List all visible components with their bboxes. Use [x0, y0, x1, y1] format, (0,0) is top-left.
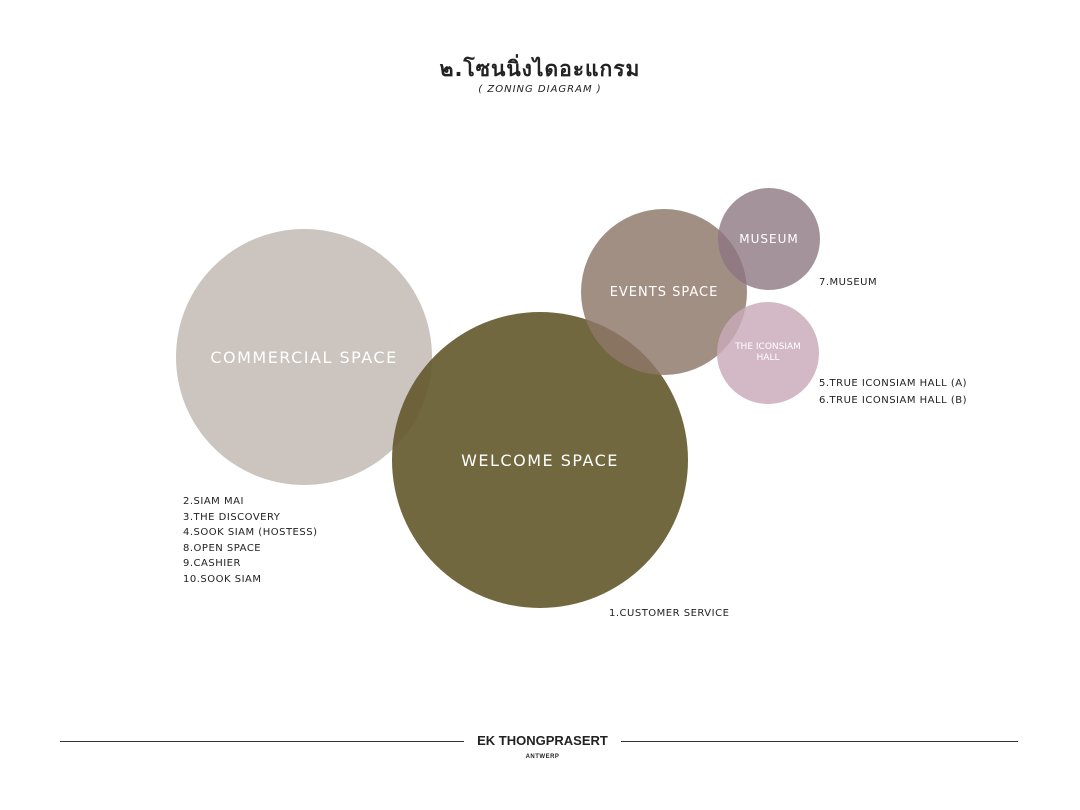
- commercial-space-list: 2.SIAM MAI 3.THE DISCOVERY 4.SOOK SIAM (…: [183, 494, 317, 587]
- list-item: 5.TRUE ICONSIAM HALL (A): [819, 378, 967, 389]
- list-item: 1.CUSTOMER SERVICE: [609, 608, 730, 619]
- footer-brand: EK THONGPRASERT: [477, 733, 608, 748]
- zone-commercial-label: COMMERCIAL SPACE: [210, 347, 398, 367]
- list-item: 10.SOOK SIAM: [183, 573, 262, 585]
- welcome-space-list: 1.CUSTOMER SERVICE: [609, 606, 729, 622]
- zone-museum-label: MUSEUM: [739, 232, 799, 246]
- list-item: 9.CASHIER: [183, 558, 241, 569]
- iconsiam-hall-list: 5.TRUE ICONSIAM HALL (A) 6.TRUE ICONSIAM…: [819, 375, 967, 409]
- footer-brand-location: ANTWERP: [525, 754, 560, 760]
- list-item: 3.THE DISCOVERY: [183, 511, 281, 523]
- zone-iconsiam-hall: THE ICONSIAM HALL: [717, 302, 819, 404]
- zone-museum: MUSEUM: [718, 188, 820, 290]
- page-subtitle: ( ZONING DIAGRAM ): [478, 84, 602, 95]
- museum-list: 7.MUSEUM: [819, 275, 877, 291]
- footer-divider-right: [621, 741, 1018, 742]
- zone-events-label: EVENTS SPACE: [609, 284, 719, 300]
- zone-hall-label: THE ICONSIAM HALL: [735, 342, 801, 363]
- footer-divider-left: [60, 741, 464, 742]
- zone-welcome-label: WELCOME SPACE: [461, 450, 619, 470]
- list-item: 7.MUSEUM: [819, 277, 878, 288]
- list-item: 2.SIAM MAI: [183, 496, 244, 507]
- zone-commercial-space: COMMERCIAL SPACE: [176, 229, 432, 485]
- list-item: 8.OPEN SPACE: [183, 542, 262, 554]
- page-title: ๒.โซนนิ่งไดอะแกรม: [439, 57, 641, 81]
- list-item: 4.SOOK SIAM (HOSTESS): [183, 527, 318, 538]
- list-item: 6.TRUE ICONSIAM HALL (B): [819, 395, 967, 406]
